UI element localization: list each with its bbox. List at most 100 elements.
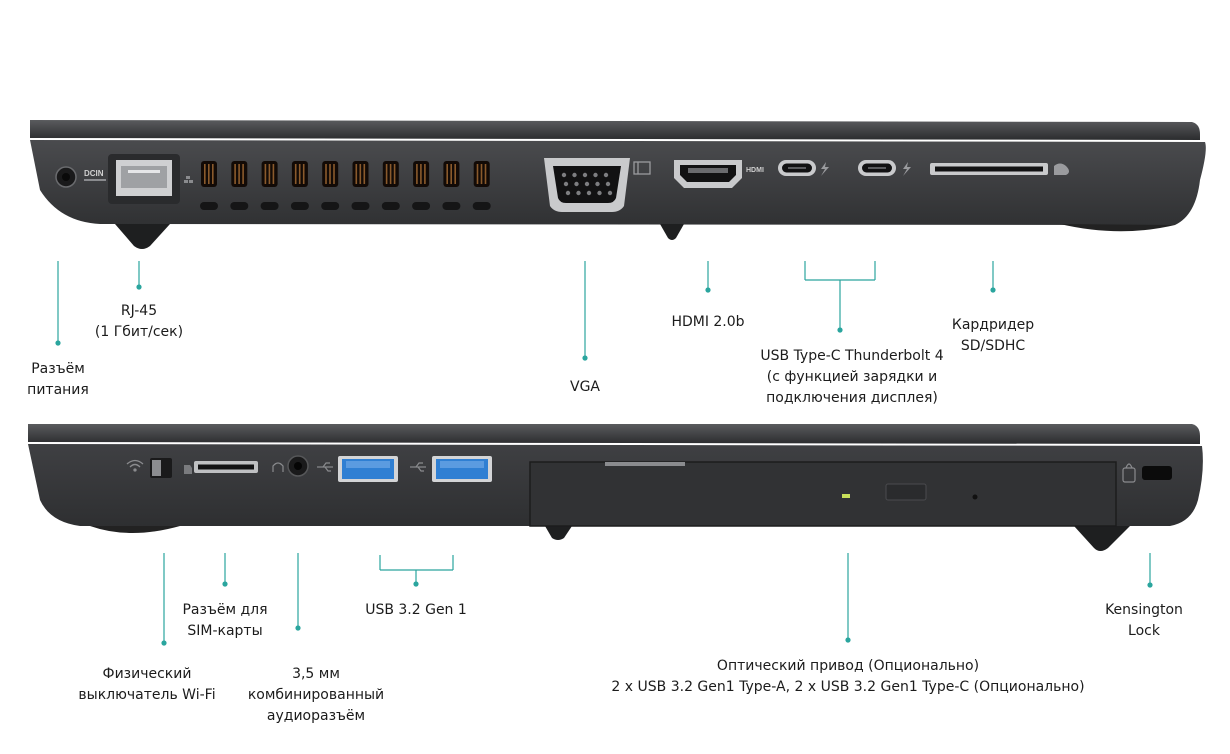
power-jack xyxy=(55,166,77,188)
callout-dot xyxy=(845,637,851,643)
label-optical-drive: Оптический привод (Опционально)2 x USB 3… xyxy=(611,658,1085,695)
vent-fin xyxy=(450,164,452,184)
front-foot xyxy=(115,224,170,249)
vent-slot-lower xyxy=(230,202,249,210)
label-rj45: RJ-45(1 Гбит/сек) xyxy=(94,303,184,340)
wifi-switch xyxy=(150,458,172,478)
sim-icon xyxy=(184,465,192,474)
thunderbolt-icon xyxy=(903,162,911,176)
vent-fin xyxy=(385,164,388,184)
usb-a-port-2 xyxy=(432,456,492,482)
callout-lines xyxy=(55,261,1153,646)
callout-dot xyxy=(582,355,588,361)
vent-fin xyxy=(424,164,426,184)
optical-drive xyxy=(529,461,1117,527)
vent-fin xyxy=(476,164,479,184)
vent-slot-lower xyxy=(472,202,491,210)
vent-fin xyxy=(204,164,206,184)
left-side-view: DCIN HDMI xyxy=(30,120,1206,249)
vga-pin xyxy=(593,172,598,178)
callout-dot xyxy=(222,581,228,587)
middle-foot xyxy=(545,526,572,540)
usb-a-port-1 xyxy=(338,456,398,482)
dcin-underline xyxy=(84,179,106,181)
vent-fin xyxy=(238,164,240,184)
callout-dot xyxy=(990,287,996,293)
middle-foot xyxy=(660,224,684,240)
vent-fin xyxy=(242,164,244,184)
wifi-icon xyxy=(126,459,144,472)
lid-edge xyxy=(28,424,1200,444)
drive-activity-led xyxy=(842,494,850,498)
label-thunderbolt: USB Type-C Thunderbolt 4(с функцией заря… xyxy=(760,348,944,406)
sd-card-slot xyxy=(930,163,1048,175)
vent-fin xyxy=(480,164,483,184)
sd-logo-icon xyxy=(1054,163,1069,175)
vent-fin xyxy=(333,164,335,184)
vent-slot-lower xyxy=(290,202,309,210)
label-vga: VGA xyxy=(569,379,601,395)
callout-dot xyxy=(705,287,711,293)
thunderbolt-icon xyxy=(821,162,829,176)
callout-dot xyxy=(295,625,301,631)
label-hdmi: HDMI 2.0b xyxy=(671,314,745,330)
vga-pin xyxy=(582,172,588,178)
vga-pin xyxy=(607,190,613,196)
vent-fin xyxy=(389,164,392,184)
vent-fin xyxy=(302,164,305,184)
vga-pin xyxy=(574,181,579,187)
sim-card-slot xyxy=(194,461,258,473)
callout-dot xyxy=(55,340,61,346)
callout-dot xyxy=(413,581,419,587)
vent-slot-lower xyxy=(351,202,370,210)
vent-slot-lower xyxy=(381,202,400,210)
lid-edge xyxy=(30,120,1200,140)
vga-pin xyxy=(576,190,581,196)
callout-dot xyxy=(161,640,167,646)
vent-fin xyxy=(416,164,418,184)
vga-pin xyxy=(595,181,600,187)
callout-dot xyxy=(136,284,142,290)
dcin-mark: DCIN xyxy=(84,169,104,178)
vga-pin xyxy=(586,190,592,196)
vent-fin xyxy=(268,164,271,184)
vent-fin xyxy=(420,164,422,184)
front-foot xyxy=(1074,526,1130,551)
right-side-view xyxy=(28,424,1203,551)
vga-port xyxy=(544,158,630,212)
thunderbolt-port-2 xyxy=(858,160,896,176)
rj45-port xyxy=(108,154,180,204)
vent-slot-lower xyxy=(200,202,218,210)
rear-foot xyxy=(90,526,180,533)
vent-slot-lower xyxy=(442,202,461,210)
vent-slot-lower xyxy=(412,202,431,210)
hdmi-mark: HDMI xyxy=(746,167,764,174)
vent-fin xyxy=(454,164,456,184)
vga-pin xyxy=(563,181,569,187)
network-icon xyxy=(184,176,193,183)
vent-fin xyxy=(298,164,301,184)
vent-fin xyxy=(212,164,214,184)
callout-dot xyxy=(837,327,843,333)
vent-slot-lower xyxy=(321,202,340,210)
vga-pin xyxy=(603,172,609,178)
lock-icon xyxy=(1122,463,1136,483)
vent-fin xyxy=(272,164,275,184)
rear-foot xyxy=(1060,224,1175,232)
vent-fin xyxy=(363,164,366,184)
vga-icon xyxy=(633,161,651,175)
audio-jack xyxy=(287,455,309,477)
vent-fin xyxy=(208,164,210,184)
vent-fin xyxy=(234,164,236,184)
vent-fin xyxy=(359,164,362,184)
kensington-lock-slot xyxy=(1142,466,1172,480)
vent-fin xyxy=(393,164,396,184)
callout-dot xyxy=(1147,582,1153,588)
vent-slot-lower xyxy=(260,202,279,210)
